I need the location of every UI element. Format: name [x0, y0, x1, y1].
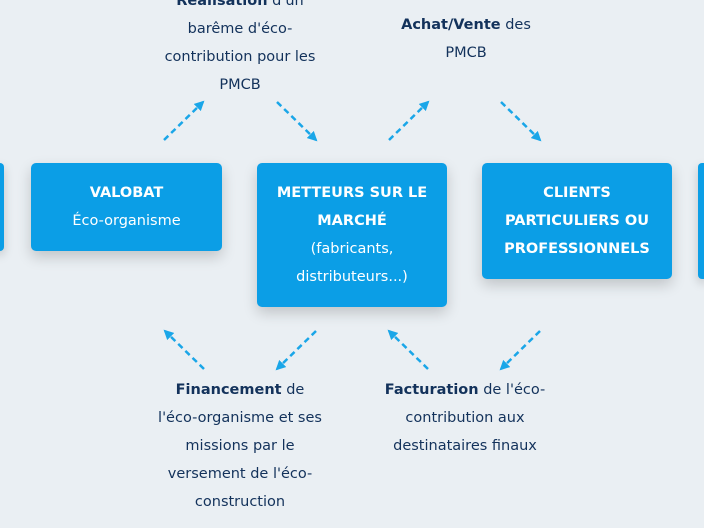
metteurs-title-line-1: METTEURS SUR LE	[276, 185, 428, 201]
valobat-title: VALOBAT	[89, 185, 164, 201]
facturation-bold: Facturation	[384, 382, 479, 398]
clients-line-2: PARTICULIERS OU	[504, 213, 650, 229]
financement-line-3: missions par le	[185, 438, 295, 454]
financement-line-4: versement de l'éco-	[167, 466, 313, 482]
facturation-rest: de l'éco-	[478, 382, 546, 398]
realisation-line-4: PMCB	[219, 77, 261, 93]
caption-achat-vente: Achat/Vente des PMCB	[376, 11, 556, 67]
clients-line-1: CLIENTS	[543, 185, 611, 201]
achat-bold: Achat/Vente	[401, 17, 501, 33]
caption-facturation: Facturation de l'éco- contribution aux d…	[370, 376, 560, 460]
realisation-line-2: barême d'éco-	[187, 21, 293, 37]
valobat-subtitle: Éco-organisme	[72, 213, 181, 229]
clients-line-3: PROFESSIONNELS	[504, 241, 650, 257]
metteurs-sub-line-2: distributeurs...)	[296, 269, 408, 285]
edge-box-left	[0, 163, 4, 251]
realisation-rest: d'un	[267, 0, 304, 9]
facturation-line-3: destinataires finaux	[393, 438, 537, 454]
arrow-metteurs-to-achat	[388, 100, 430, 141]
realisation-line-1: Réalisation d'un	[150, 0, 330, 15]
achat-line-1: Achat/Vente des	[376, 11, 556, 39]
edge-box-right	[698, 163, 704, 279]
arrow-realisation-to-metteurs	[276, 101, 318, 142]
financement-bold: Financement	[175, 382, 282, 398]
arrow-valobat-to-realisation	[163, 100, 205, 141]
caption-realisation: Réalisation d'un barême d'éco- contribut…	[150, 0, 330, 99]
facturation-line-1: Facturation de l'éco-	[370, 376, 560, 404]
caption-financement: Financement de l'éco-organisme et ses mi…	[140, 376, 340, 516]
realisation-line-3: contribution pour les	[164, 49, 316, 65]
financement-line-2: l'éco-organisme et ses	[158, 410, 322, 426]
financement-line-1: Financement de	[140, 376, 340, 404]
arrow-financement-to-valobat	[163, 329, 205, 370]
metteurs-sub-line-1: (fabricants,	[310, 241, 394, 257]
realisation-bold: Réalisation	[176, 0, 268, 9]
arrow-achat-to-clients	[500, 101, 542, 142]
financement-line-5: construction	[194, 494, 286, 510]
box-valobat: VALOBAT Éco-organisme	[31, 163, 222, 251]
box-metteurs-sur-le-marche: METTEURS SUR LE MARCHÉ (fabricants, dist…	[257, 163, 447, 307]
financement-rest: de	[281, 382, 305, 398]
arrow-facturation-to-metteurs	[387, 329, 429, 370]
box-clients: CLIENTS PARTICULIERS OU PROFESSIONNELS	[482, 163, 672, 279]
achat-line-2: PMCB	[445, 45, 487, 61]
facturation-line-2: contribution aux	[405, 410, 525, 426]
achat-rest: des	[500, 17, 531, 33]
arrow-clients-to-facturation	[499, 330, 541, 371]
arrow-metteurs-to-financement	[275, 330, 317, 371]
metteurs-title-line-2: MARCHÉ	[317, 213, 387, 229]
